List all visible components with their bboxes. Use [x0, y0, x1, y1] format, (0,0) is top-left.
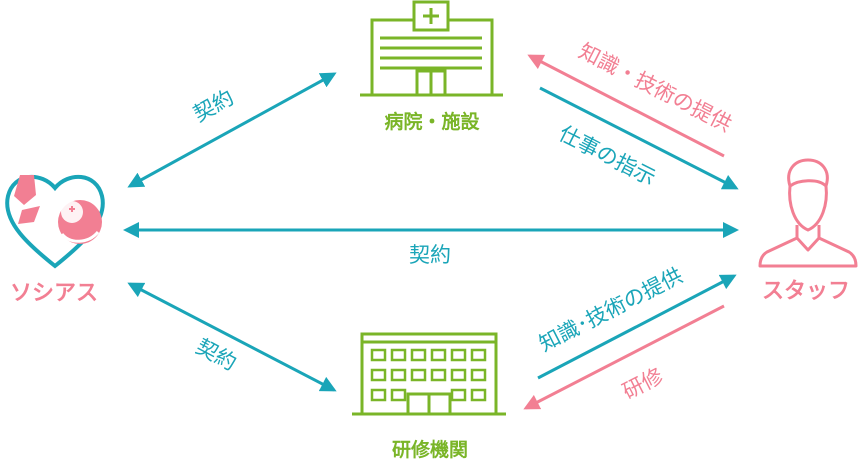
- hospital-icon: [360, 0, 503, 97]
- sociasu-label: ソシアス: [10, 281, 98, 306]
- arrow-staff-to-training: [523, 304, 725, 410]
- hospital-label: 病院・施設: [384, 110, 480, 133]
- label-training-to-staff: 知識･技術の提供: [535, 263, 686, 356]
- arrow-training-to-staff: [537, 274, 737, 380]
- label-sociasu-staff: 契約: [409, 243, 451, 267]
- arrow-sociasu-hospital: [127, 72, 337, 188]
- label-sociasu-training: 契約: [192, 334, 240, 375]
- arrow-hospital-to-staff: [539, 86, 739, 190]
- person-icon: [758, 158, 858, 268]
- caring-hands-heart-icon: [5, 174, 105, 269]
- staff-label: スタッフ: [762, 279, 850, 304]
- school-building-icon: [352, 332, 506, 416]
- label-staff-to-training: 研修: [619, 364, 667, 404]
- label-hospital-to-staff: 仕事の指示: [555, 121, 659, 190]
- arrow-sociasu-training: [127, 282, 337, 392]
- label-sociasu-hospital: 契約: [189, 85, 237, 126]
- arrow-staff-to-hospital: [527, 54, 725, 158]
- training-label: 研修機関: [392, 438, 468, 461]
